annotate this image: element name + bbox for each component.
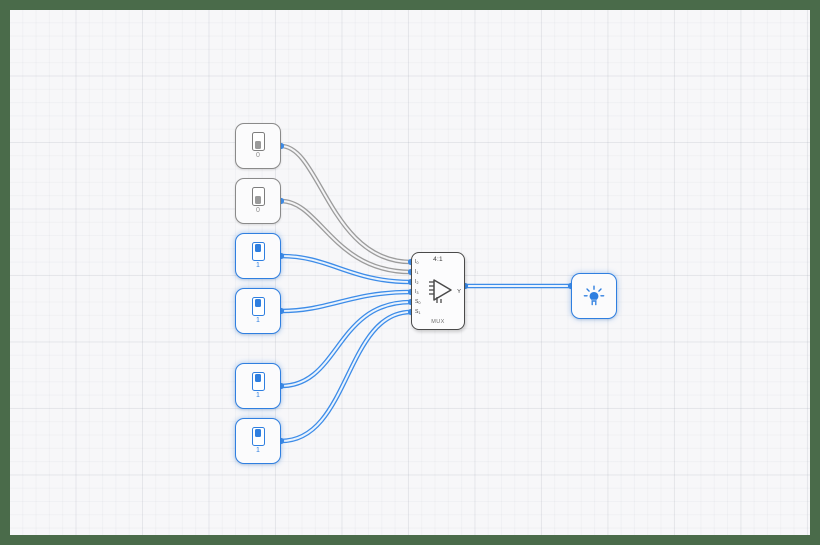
- switch-value-label: 1: [255, 392, 261, 399]
- switch-i2[interactable]: 1: [235, 233, 281, 279]
- wire-switch-i1-to-mux-i1[interactable]: [278, 198, 414, 275]
- toggle-switch-icon: [251, 427, 265, 446]
- wire-switch-i0-to-mux-i0[interactable]: [278, 143, 414, 265]
- mux-pin-i2: I2: [415, 279, 419, 285]
- mux-triangle-symbol: [429, 279, 452, 303]
- mux-pin-i1: I1: [415, 269, 419, 275]
- wire-switch-i3-to-mux-i3[interactable]: [278, 289, 414, 314]
- switch-i0[interactable]: 0: [235, 123, 281, 169]
- mux-block[interactable]: 4:1 I0 I1 I2 I3 S0 S1 Y MUX: [411, 252, 465, 330]
- switch-s1[interactable]: 1: [235, 418, 281, 464]
- toggle-switch-icon: [251, 187, 265, 206]
- switch-value-label: 1: [255, 447, 261, 454]
- mux-ratio-label: 4:1: [433, 256, 443, 263]
- wire-switch-s0-to-mux-s0[interactable]: [278, 299, 414, 389]
- wires-layer: [277, 142, 575, 445]
- switch-s0[interactable]: 1: [235, 363, 281, 409]
- mux-pin-s1: S1: [415, 309, 421, 315]
- mux-pin-i0: I0: [415, 259, 419, 265]
- toggle-switch-icon: [251, 132, 265, 151]
- toggle-switch-icon: [251, 372, 265, 391]
- wire-switch-s1-to-mux-s1[interactable]: [278, 309, 414, 444]
- mux-pin-i3: I3: [415, 289, 419, 295]
- toggle-switch-icon: [251, 242, 265, 261]
- mux-type-label: MUX: [431, 319, 445, 325]
- mux-pin-y: Y: [457, 289, 461, 295]
- wire-switch-i2-to-mux-i2[interactable]: [278, 253, 414, 285]
- lamp-lit-icon: [583, 285, 605, 306]
- circuit-canvas[interactable]: 0 0 1 1 1: [10, 10, 810, 535]
- switch-i3[interactable]: 1: [235, 288, 281, 334]
- toggle-switch-icon: [251, 297, 265, 316]
- switch-value-label: 1: [255, 262, 261, 269]
- led-output[interactable]: [571, 273, 617, 319]
- switch-value-label: 0: [255, 152, 261, 159]
- switch-value-label: 0: [255, 207, 261, 214]
- mux-pin-s0: S0: [415, 299, 421, 305]
- switch-i1[interactable]: 0: [235, 178, 281, 224]
- switch-value-label: 1: [255, 317, 261, 324]
